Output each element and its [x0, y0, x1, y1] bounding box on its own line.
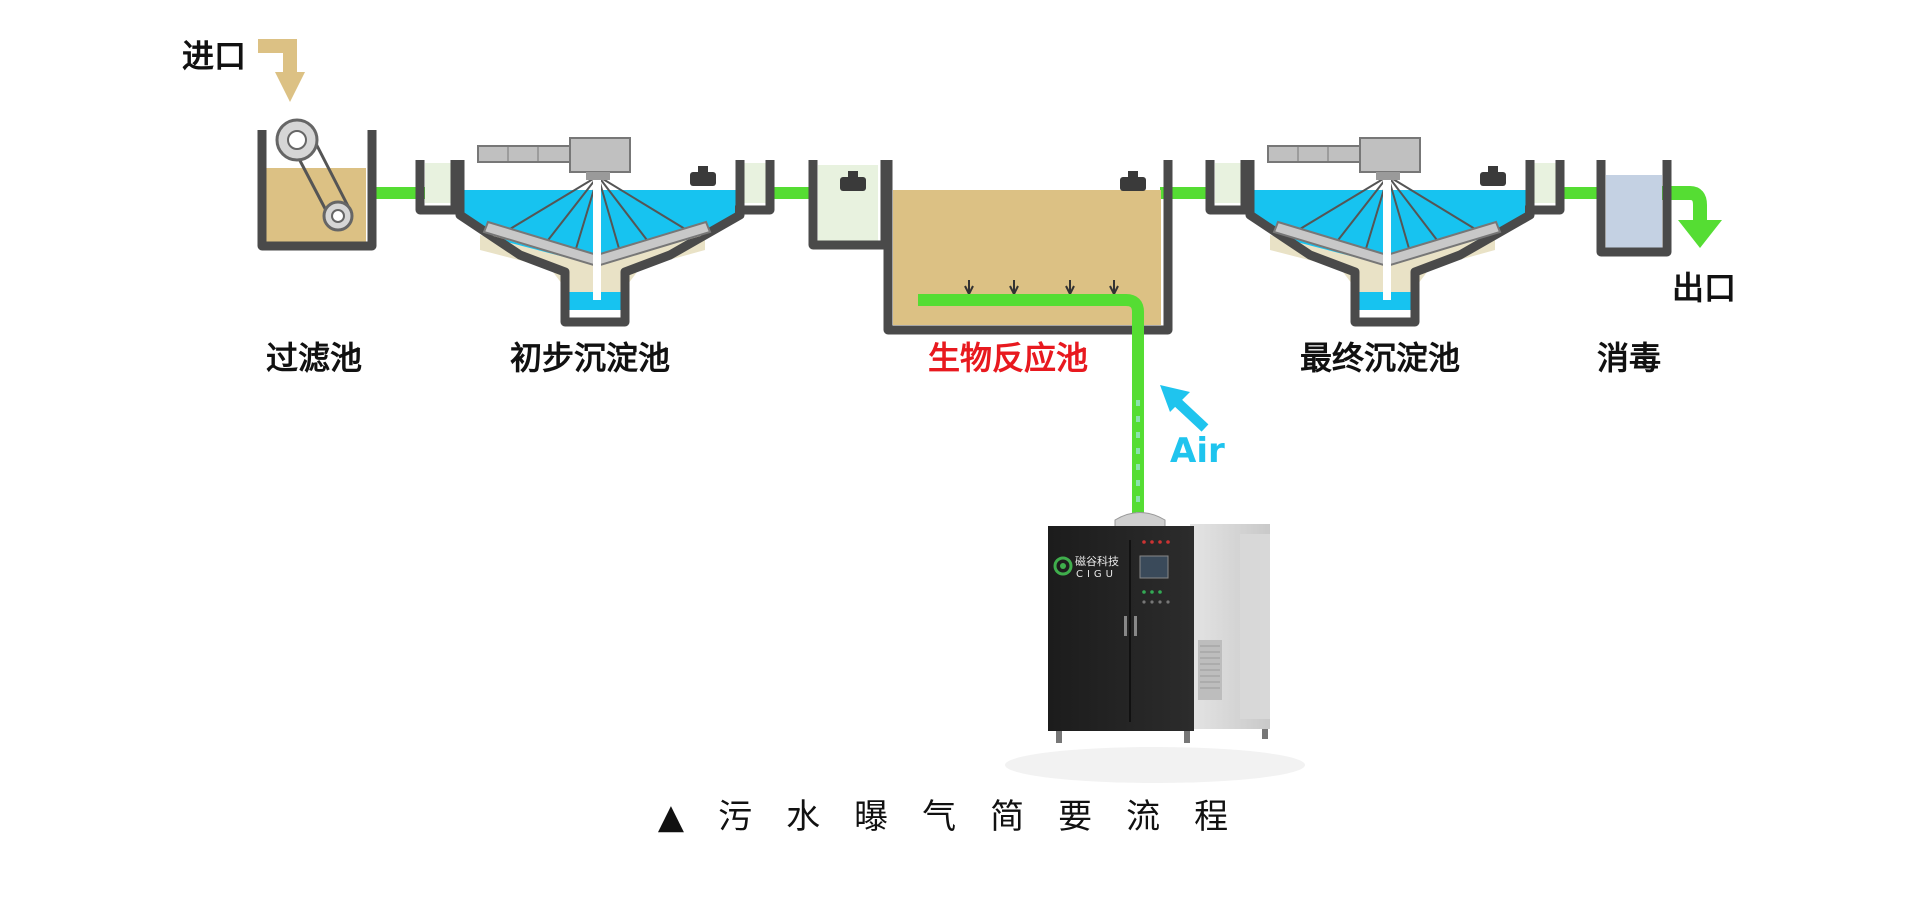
- air-label: Air: [1170, 431, 1225, 471]
- air-pipe: [918, 294, 1144, 518]
- machine-brand-cn: 磁谷科技: [1075, 555, 1119, 568]
- outlet-label: 出口: [1672, 269, 1737, 307]
- disinfection-tank: [1596, 160, 1672, 257]
- inlet-arrow: [258, 39, 305, 102]
- primary-clarifier-tank: [415, 137, 775, 327]
- inlet-label: 进口: [182, 37, 247, 75]
- figure-caption: ▲污水曝气简要流程: [0, 800, 1920, 834]
- stage-label-disinfect: 消毒: [1597, 339, 1662, 377]
- blower-machine: [1005, 512, 1305, 783]
- air-arrow: [1160, 385, 1209, 432]
- caption-text: 污水曝气简要流程: [718, 797, 1263, 837]
- machine-brand-en: CIGU: [1076, 569, 1117, 580]
- filter-tank: [257, 118, 377, 251]
- stage-label-filter: 过滤池: [266, 339, 363, 377]
- stage-label-bio: 生物反应池: [928, 339, 1089, 377]
- caption-marker: ▲: [657, 797, 719, 837]
- stage-label-primary: 初步沉淀池: [510, 339, 671, 377]
- final-clarifier-tank: [1205, 137, 1565, 327]
- stage-label-final: 最终沉淀池: [1300, 339, 1461, 377]
